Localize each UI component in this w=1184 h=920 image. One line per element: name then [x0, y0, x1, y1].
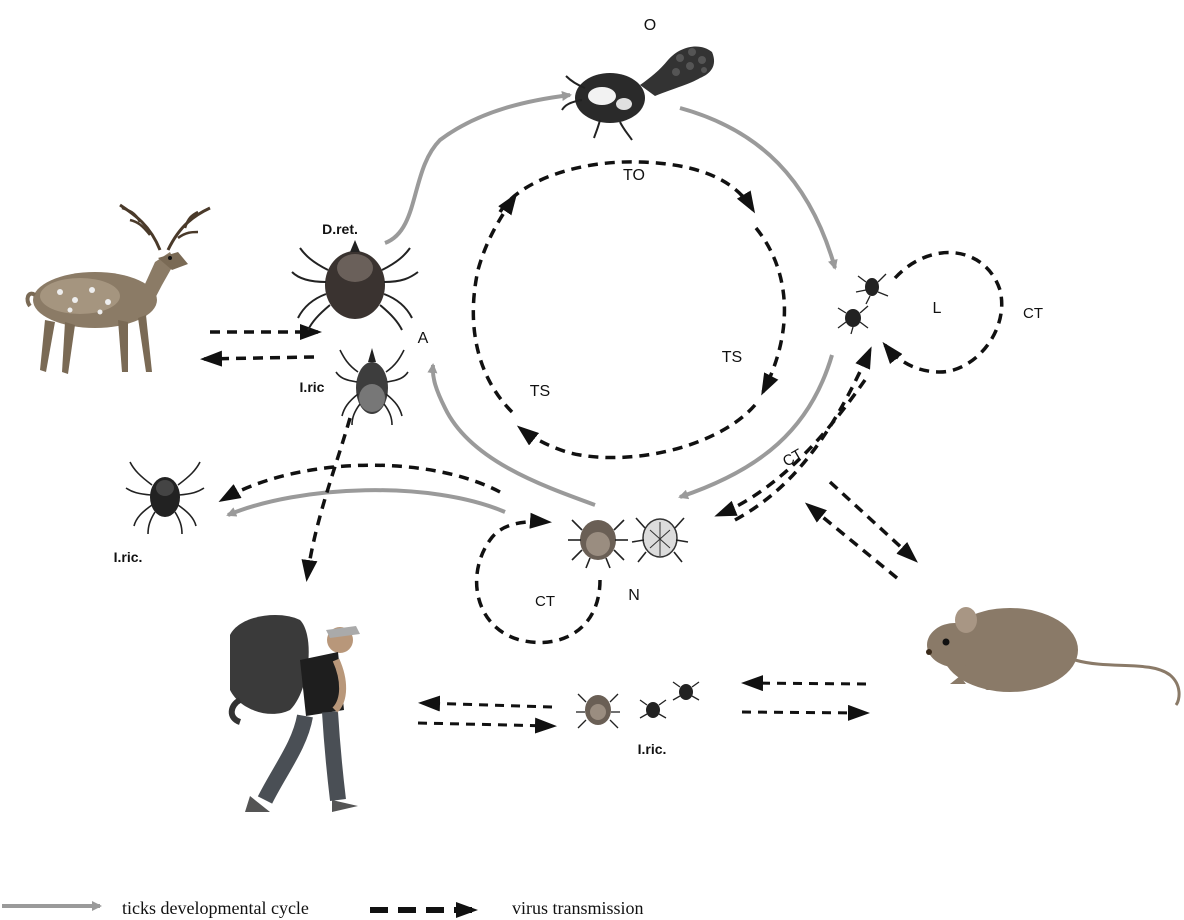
arrow-nymph-to-adult — [433, 365, 595, 505]
arrow-larva-to-nymph — [680, 355, 832, 497]
label-ct-larva: CT — [1023, 305, 1043, 322]
arrow-adult-to-deer — [204, 357, 314, 359]
arrow-ct-to-mouse — [830, 482, 915, 560]
label-transstadial-right: TS — [722, 349, 742, 366]
label-larva: L — [933, 300, 942, 317]
arrow-mouse-to-ct — [808, 505, 897, 578]
label-adult: A — [418, 330, 429, 347]
d-ret-tick-illustration — [292, 240, 418, 330]
larvae-illustration — [838, 274, 888, 334]
legend-dev-label: ticks developmental cycle — [122, 898, 309, 918]
label-ct-nymph-loop: CT — [535, 593, 555, 610]
arrow-human-to-ric — [418, 723, 553, 726]
i-ric-adult-tick-illustration — [336, 348, 408, 425]
label-egg: O — [644, 17, 656, 34]
nymphs-illustration — [568, 518, 688, 568]
arrow-egg-to-larva — [680, 108, 835, 268]
label-transstadial-left: TS — [530, 383, 550, 400]
arrow-adult-to-egg — [385, 95, 570, 243]
i-ric-bottom-ticks-illustration — [576, 682, 699, 728]
arrow-nymph-to-left-tick-virus — [222, 465, 500, 500]
deer-illustration — [28, 205, 210, 374]
virus-transmission-arrows — [204, 162, 1002, 726]
label-i-ric-adult: I.ric — [300, 379, 325, 395]
label-nymph: N — [628, 587, 640, 604]
label-d-ret: D.ret. — [322, 221, 358, 237]
label-i-ric-left: I.ric. — [114, 549, 143, 565]
hiker-illustration — [230, 615, 360, 812]
arrow-nymph-to-left-tick — [228, 490, 505, 515]
arrow-ts-bottom — [520, 405, 755, 458]
legend-virus-label: virus transmission — [512, 898, 644, 918]
arrow-adult-to-human — [307, 418, 350, 578]
egg-mass-illustration — [562, 46, 714, 140]
arrow-ric-to-mouse — [742, 712, 866, 713]
arrow-ric-to-human — [422, 703, 552, 707]
arrow-ts-right — [756, 228, 784, 392]
arrow-mouse-to-ric — [745, 683, 866, 684]
mouse-illustration — [926, 607, 1179, 705]
label-i-ric-bottom: I.ric. — [638, 741, 667, 757]
development-cycle-arrows — [228, 95, 835, 515]
label-transovarial: TO — [623, 167, 645, 184]
arrow-ts-left — [473, 196, 515, 412]
arrow-ct-larva-loop — [885, 253, 1002, 372]
legend: ticks developmental cycle virus transmis… — [2, 898, 644, 918]
i-ric-left-tick-illustration — [126, 462, 204, 534]
